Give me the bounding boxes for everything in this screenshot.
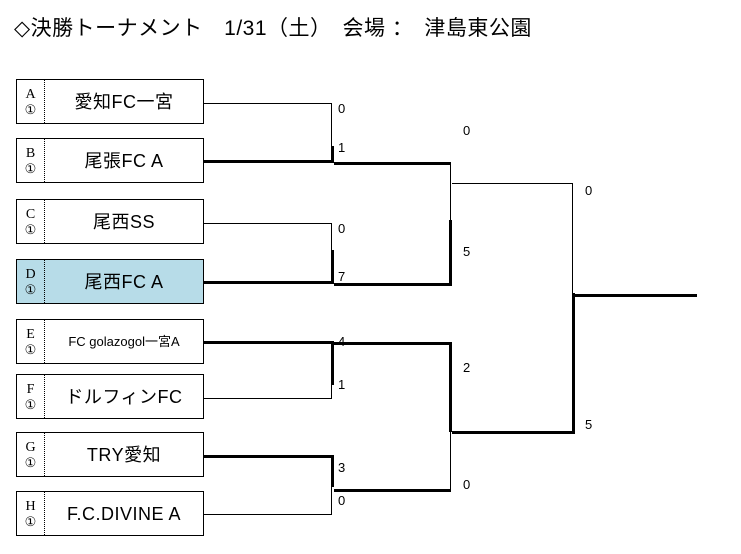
qf2-connector-top	[331, 223, 332, 252]
qf3-connector-top	[331, 341, 334, 385]
qf2-connector-bottom	[331, 250, 334, 284]
team-name-cell-d: 尾西FC A	[45, 260, 203, 303]
seed-group: ①	[24, 281, 37, 297]
score-sf2-bottom: 0	[463, 477, 471, 492]
seed-letter: B	[25, 145, 36, 161]
score-sf1-top: 0	[463, 123, 471, 138]
qf2-bottom-line	[204, 281, 334, 284]
score-qf4-top: 3	[338, 460, 346, 475]
seed-letter: E	[26, 326, 35, 342]
seed-letter: A	[25, 86, 36, 102]
team-name: F.C.DIVINE A	[66, 503, 182, 524]
team-name: 尾西FC A	[84, 271, 164, 292]
score-qf3-top: 4	[338, 334, 346, 349]
team-name: TRY愛知	[86, 444, 162, 465]
team-name: 尾張FC A	[84, 150, 164, 171]
score-qf2-top: 0	[338, 221, 346, 236]
final-bottom-line	[452, 431, 575, 434]
team-box-h[interactable]: H ① F.C.DIVINE A	[16, 491, 204, 536]
sf1-connector-top	[450, 162, 451, 222]
qf4-top-line	[204, 455, 334, 458]
qf1-bottom-line	[204, 160, 334, 163]
team-name: ドルフィンFC	[65, 386, 183, 407]
qf4-bottom-line	[204, 514, 332, 515]
team-name: 愛知FC一宮	[74, 91, 174, 112]
qf4-connector-top	[331, 455, 334, 487]
qf2-top-line	[204, 223, 332, 224]
seed-group: ①	[24, 454, 37, 470]
score-final-top: 0	[585, 183, 593, 198]
score-qf1-top: 0	[338, 101, 346, 116]
seed-group: ①	[24, 160, 37, 176]
score-qf1-bottom: 1	[338, 140, 346, 155]
score-qf2-bottom: 7	[338, 269, 346, 284]
final-connector-top	[572, 183, 573, 295]
qf4-connector-bottom	[331, 484, 332, 515]
score-sf2-top: 2	[463, 360, 471, 375]
seed-group: ①	[24, 396, 37, 412]
seed-cell-d: D ①	[17, 260, 45, 303]
qf3-connector-bottom	[331, 383, 332, 399]
sf1-bottom-line	[334, 283, 451, 286]
seed-letter: D	[25, 266, 36, 282]
seed-letter: F	[26, 381, 35, 397]
score-qf4-bottom: 0	[338, 493, 346, 508]
seed-letter: G	[25, 439, 36, 455]
team-box-g[interactable]: G ① TRY愛知	[16, 432, 204, 477]
sf2-connector-bottom	[450, 430, 451, 490]
sf2-connector-top	[449, 342, 452, 432]
score-final-bottom: 5	[585, 417, 593, 432]
team-box-d[interactable]: D ① 尾西FC A	[16, 259, 204, 304]
team-name: FC golazogol一宮A	[68, 333, 180, 349]
seed-group: ①	[24, 341, 37, 357]
seed-cell-a: A ①	[17, 80, 45, 123]
team-name-cell-e: FC golazogol一宮A	[45, 320, 203, 363]
team-box-a[interactable]: A ① 愛知FC一宮	[16, 79, 204, 124]
qf1-top-line	[204, 103, 332, 104]
sf1-top-line	[334, 162, 451, 165]
seed-cell-b: B ①	[17, 139, 45, 182]
team-box-b[interactable]: B ① 尾張FC A	[16, 138, 204, 183]
team-name-cell-a: 愛知FC一宮	[45, 80, 203, 123]
final-top-line	[452, 183, 573, 184]
qf3-top-line	[204, 341, 334, 344]
team-name-cell-g: TRY愛知	[45, 433, 203, 476]
seed-cell-f: F ①	[17, 375, 45, 418]
seed-group: ①	[24, 513, 37, 529]
team-box-c[interactable]: C ① 尾西SS	[16, 199, 204, 244]
team-name-cell-h: F.C.DIVINE A	[45, 492, 203, 535]
seed-group: ①	[24, 221, 37, 237]
score-sf1-bottom: 5	[463, 244, 471, 259]
final-connector-bottom	[572, 293, 575, 434]
qf3-bottom-line	[204, 398, 332, 399]
team-name: 尾西SS	[92, 211, 155, 232]
score-qf3-bottom: 1	[338, 377, 346, 392]
sf2-top-line	[334, 342, 451, 345]
team-name-cell-f: ドルフィンFC	[45, 375, 203, 418]
seed-cell-c: C ①	[17, 200, 45, 243]
qf1-connector-top	[331, 103, 332, 147]
seed-cell-h: H ①	[17, 492, 45, 535]
seed-letter: H	[25, 498, 36, 514]
seed-cell-g: G ①	[17, 433, 45, 476]
page-title: ◇決勝トーナメント 1/31（土） 会場 ： 津島東公園	[14, 17, 532, 40]
team-name-cell-b: 尾張FC A	[45, 139, 203, 182]
seed-letter: C	[25, 206, 36, 222]
sf2-bottom-line	[334, 489, 451, 492]
team-box-f[interactable]: F ① ドルフィンFC	[16, 374, 204, 419]
champion-line	[572, 294, 697, 297]
sf1-connector-bottom	[449, 220, 452, 286]
team-name-cell-c: 尾西SS	[45, 200, 203, 243]
qf1-connector-bottom	[331, 146, 334, 163]
team-box-e[interactable]: E ① FC golazogol一宮A	[16, 319, 204, 364]
seed-group: ①	[24, 101, 37, 117]
seed-cell-e: E ①	[17, 320, 45, 363]
